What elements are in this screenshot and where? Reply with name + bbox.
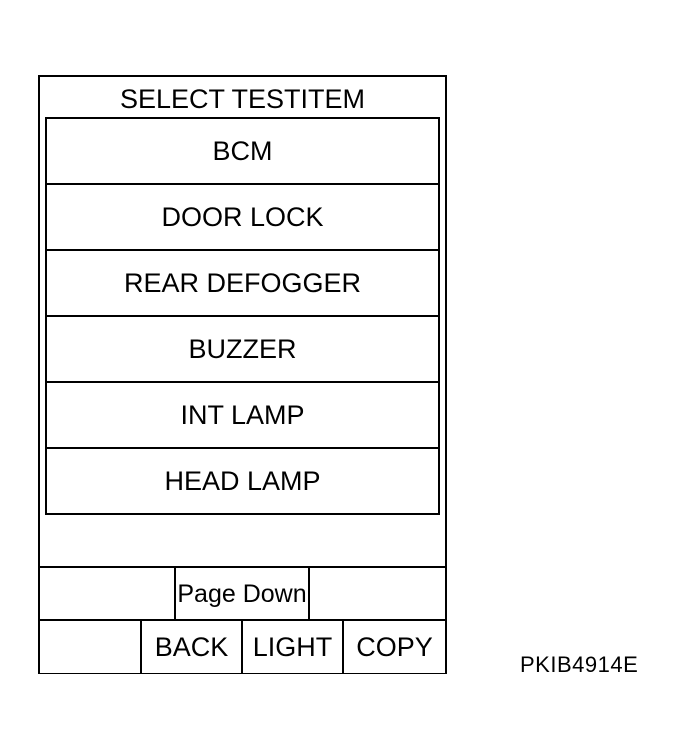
test-item-rear-defogger[interactable]: REAR DEFOGGER xyxy=(45,249,440,317)
function-row: BACK LIGHT COPY xyxy=(40,619,445,673)
test-item-bcm[interactable]: BCM xyxy=(45,117,440,185)
test-item-buzzer[interactable]: BUZZER xyxy=(45,315,440,383)
screen-title: SELECT TESTITEM xyxy=(119,84,366,114)
light-button[interactable]: LIGHT xyxy=(241,619,344,673)
test-item-head-lamp[interactable]: HEAD LAMP xyxy=(45,447,440,515)
test-item-door-lock[interactable]: DOOR LOCK xyxy=(45,183,440,251)
back-button[interactable]: BACK xyxy=(140,619,243,673)
copy-button[interactable]: COPY xyxy=(342,619,445,673)
page-down-button[interactable]: Page Down xyxy=(174,566,310,620)
test-item-list: BCM DOOR LOCK REAR DEFOGGER BUZZER INT L… xyxy=(45,117,440,515)
test-item-int-lamp[interactable]: INT LAMP xyxy=(45,381,440,449)
figure-id-label: PKIB4914E xyxy=(520,652,639,677)
paging-row: Page Down xyxy=(40,566,445,620)
consult-screen: SELECT TESTITEM BCM DOOR LOCK REAR DEFOG… xyxy=(38,75,447,674)
